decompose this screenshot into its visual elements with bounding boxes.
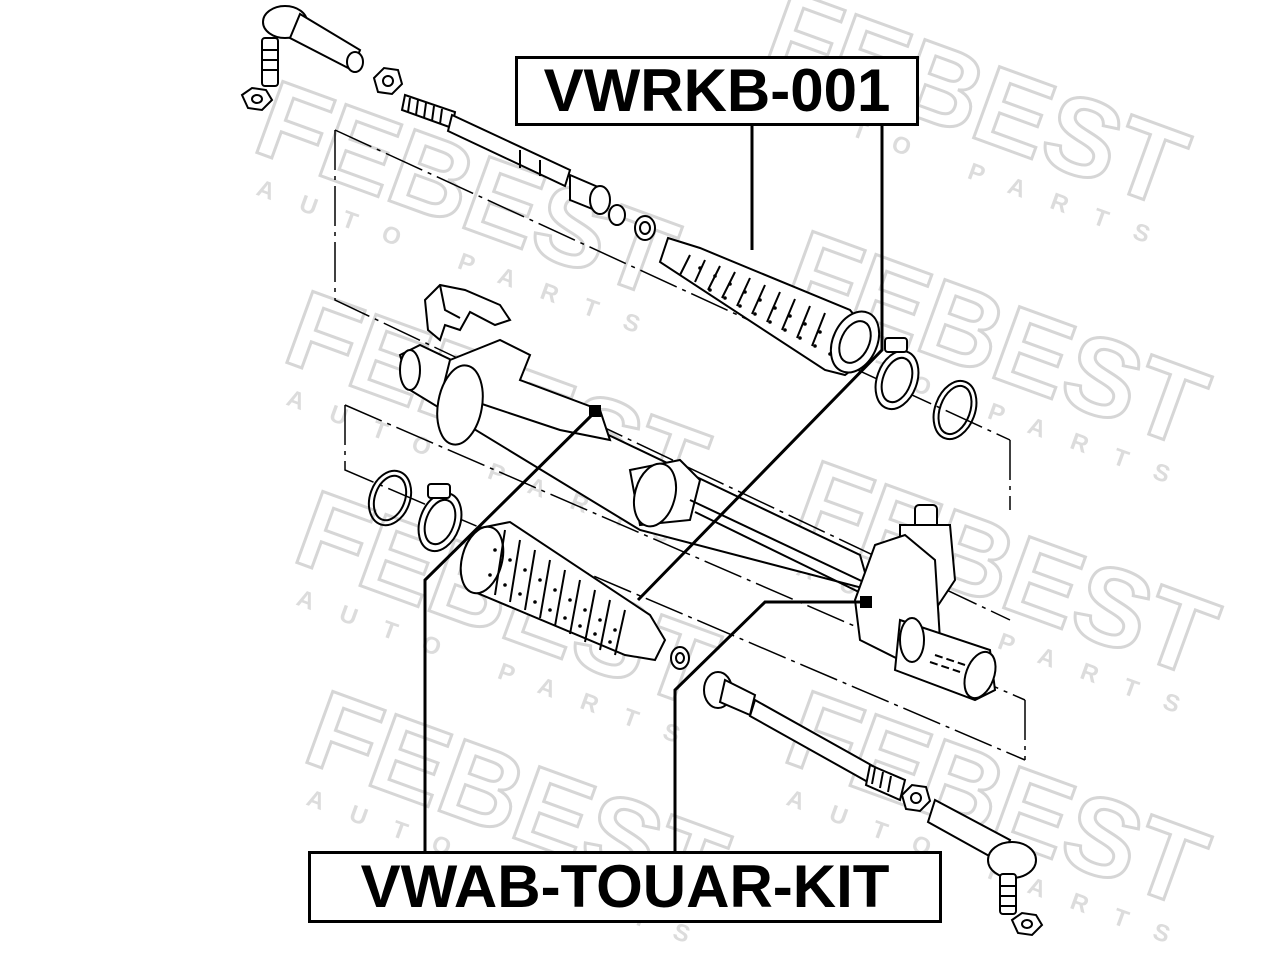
leader-lines — [423, 126, 884, 851]
part-number-label-top: VWRKB-001 — [515, 56, 919, 126]
jam-nut-lower — [900, 783, 932, 813]
tie-rod-end-lower — [926, 798, 1044, 937]
jam-nut-upper — [372, 66, 404, 96]
seal-ring-upper — [932, 379, 978, 441]
pinion-housing — [853, 504, 997, 702]
boot-clamp-lower — [417, 483, 463, 553]
inner-tie-rod-lower — [703, 671, 907, 802]
marker-housing — [589, 405, 601, 417]
marker-pinion — [860, 596, 872, 608]
guide-frame-lower — [344, 405, 1026, 761]
mounting-bracket — [423, 283, 512, 342]
boot-clamp-upper — [874, 337, 920, 411]
rack-housing — [398, 338, 872, 596]
boot-lower-dots — [488, 548, 617, 644]
leader-vwrkb-001-lower-boot — [636, 126, 884, 602]
tie-rod-end-upper — [240, 5, 364, 112]
seal-ring-lower — [367, 469, 413, 527]
steering-boot-lower — [459, 520, 667, 662]
lock-washer-upper — [634, 215, 656, 241]
steering-boot-upper — [658, 236, 881, 377]
lock-washer-lower — [670, 646, 690, 670]
leader-markers — [589, 405, 872, 608]
guide-frame-upper — [334, 130, 1011, 621]
leader-vwab-touar-kit-housing — [423, 410, 597, 851]
boot-upper-dots — [698, 266, 832, 356]
leader-vwab-touar-kit-pinion — [673, 600, 866, 851]
part-number-label-bottom: VWAB-TOUAR-KIT — [308, 851, 942, 923]
inner-tie-rod-upper — [400, 93, 626, 226]
